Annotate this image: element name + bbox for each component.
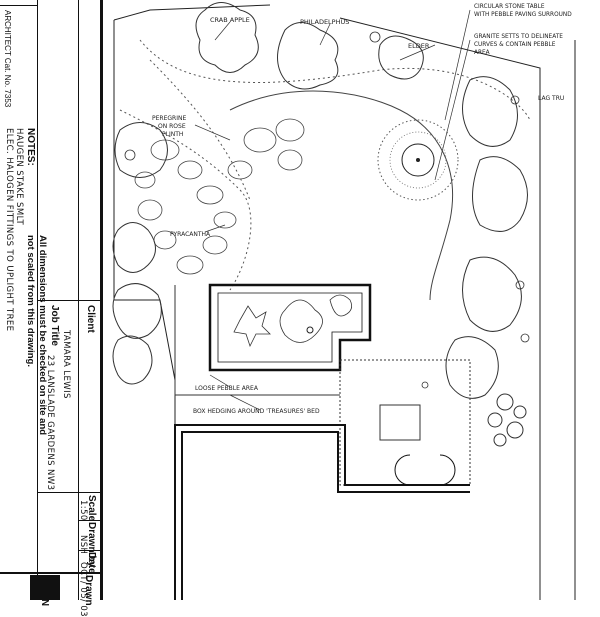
path-curve-left [119,109,252,291]
label-peregrine-3: PLINTH [162,131,183,138]
annotation-leaders [194,9,471,411]
label-granite-setts-2: CURVES & CONTAIN PEBBLE [474,42,556,48]
boundary-right [339,17,541,600]
path-curve-top [139,39,531,121]
label-crab-apple: CRAB APPLE [210,16,250,24]
label-pyracantha: PYRACANTHA [170,231,211,238]
planter-pots [487,393,527,447]
drawing-number-block [30,575,60,600]
label-stone-table: CIRCULAR STONE TABLE [474,4,545,10]
label-elder: ELDER [408,42,430,50]
garden-plan: CRAB APPLE PHILADELPHUS ELDER CIRCULAR S… [112,2,576,600]
pebble-boundary [229,90,454,301]
boundary-left [113,20,176,590]
circular-stone-table [377,119,459,201]
label-stone-table-2: WITH PEBBLE PAVING SURROUND [474,12,572,18]
label-philadelphus: PHILADELPHUS [300,18,349,26]
label-box-hedging: BOX HEDGING AROUND 'TREASURES' BED [193,408,320,415]
label-loose-pebble: LOOSE PEBBLE AREA [195,385,259,392]
label-granite-setts: GRANITE SETTS TO DELINEATE [474,34,563,40]
treasures-bed [208,283,372,372]
title-block: ARCHITECT Cat. No. 7353 NOTES: HAUGEN ST… [0,0,103,617]
path-curve-inner [149,59,251,201]
label-lactea: LAG TRU [538,95,564,102]
tree-canopies [112,2,528,399]
stepping-stones [134,118,305,275]
paved-terrace [174,285,471,486]
label-granite-setts-3: AREA [474,50,490,56]
landscape-drawing-sheet: ARCHITECT Cat. No. 7353 NOTES: HAUGEN ST… [0,0,576,617]
house-walls [174,424,470,600]
label-peregrine-1: PEREGRINE [152,115,186,122]
label-peregrine-2: ON ROSE [158,123,186,130]
small-shrubs [124,31,530,389]
